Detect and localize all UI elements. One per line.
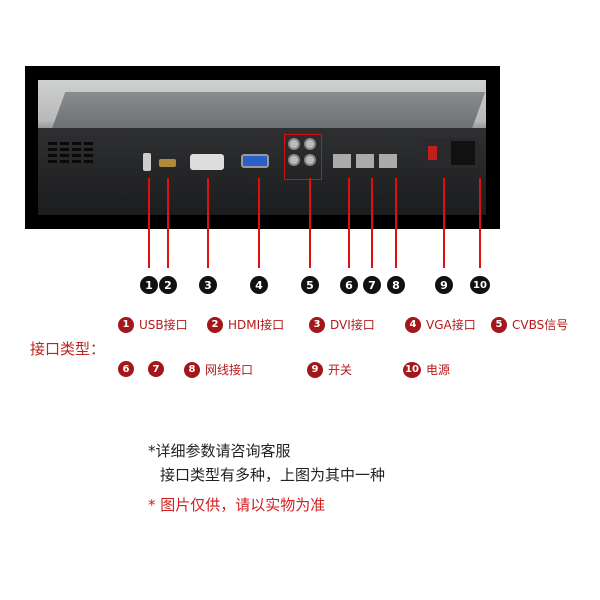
power-switch-icon: [428, 146, 437, 160]
cvbs-highlight-box: [284, 134, 322, 180]
callout-badge-1: 1: [140, 276, 158, 294]
rj45-port-8-icon: [379, 154, 397, 168]
device-back-panel: [38, 128, 486, 215]
power-socket-icon: [451, 141, 475, 165]
legend-item-7: 7: [148, 361, 164, 377]
callout-line-5: [309, 178, 311, 268]
dvi-port-icon: [190, 154, 224, 170]
callout-badge-3: 3: [199, 276, 217, 294]
note-variants: 接口类型有多种，上图为其中一种: [160, 466, 386, 484]
callout-line-1: [148, 178, 150, 268]
callout-badge-6: 6: [340, 276, 358, 294]
left-vent-icon: [48, 142, 93, 163]
callout-badge-7: 7: [363, 276, 381, 294]
callout-badge-8: 8: [387, 276, 405, 294]
callout-line-7: [371, 178, 373, 268]
note-consult: *详细参数请咨询客服: [148, 442, 291, 460]
callout-line-2: [167, 178, 169, 268]
vga-port-icon: [241, 154, 269, 168]
note-disclaimer: * 图片仅供，请以实物为准: [148, 496, 326, 514]
power-module: [423, 138, 479, 168]
callout-badge-9: 9: [435, 276, 453, 294]
callout-badge-2: 2: [159, 276, 177, 294]
callout-line-9: [443, 178, 445, 268]
callout-line-4: [258, 178, 260, 268]
bnc-ports-icon: [288, 138, 318, 170]
hdmi-port-icon: [159, 159, 176, 167]
callout-line-8: [395, 178, 397, 268]
callout-line-6: [348, 178, 350, 268]
legend-item-6: 6: [118, 361, 134, 377]
rj45-port-7-icon: [356, 154, 374, 168]
callout-line-3: [207, 178, 209, 268]
callout-badge-10: 10: [470, 276, 490, 294]
callout-badge-4: 4: [250, 276, 268, 294]
device-top-plate: [50, 92, 486, 132]
callout-line-10: [479, 178, 481, 268]
rj45-port-6-icon: [333, 154, 351, 168]
legend-title: 接口类型：: [30, 340, 106, 358]
device-rear-panel-photo: [38, 80, 486, 215]
usb-port-icon: [143, 153, 151, 171]
callout-badge-5: 5: [301, 276, 319, 294]
